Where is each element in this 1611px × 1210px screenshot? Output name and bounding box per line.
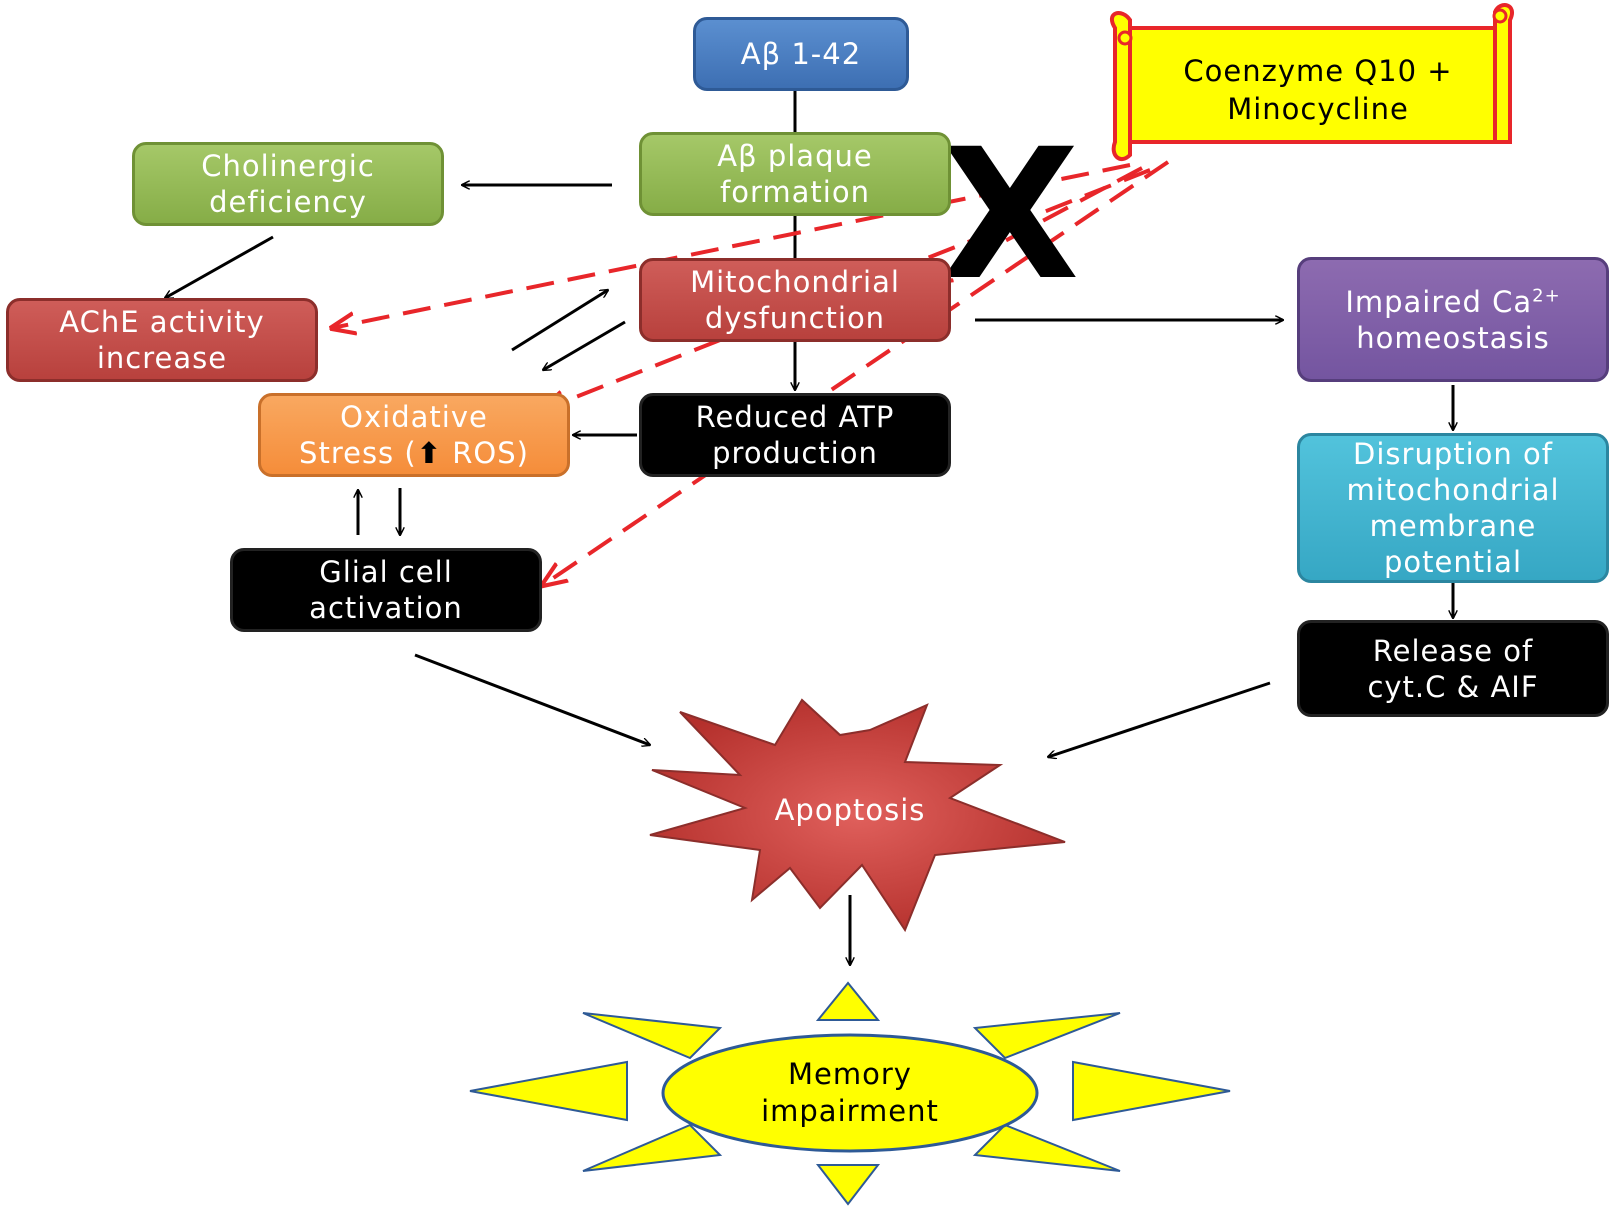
node-abeta: Aβ 1-42 bbox=[693, 17, 909, 91]
node-glial: Glial cell activation bbox=[230, 548, 542, 632]
block-x-mark: X bbox=[940, 110, 1080, 320]
treatment-scroll bbox=[1110, 3, 1514, 162]
memory-sun bbox=[469, 981, 1231, 1206]
arrow-glial-to-apoptosis bbox=[414, 653, 650, 745]
arrow-cytc-to-apoptosis bbox=[1048, 681, 1271, 757]
inhibition-arrow-oxidative bbox=[543, 168, 1151, 410]
node-cholinergic: Cholinergic deficiency bbox=[132, 142, 444, 226]
arrow-oxidative-to-mito bbox=[511, 290, 608, 352]
apoptosis-star bbox=[649, 698, 1066, 933]
node-ache: AChE activity increase bbox=[6, 298, 318, 382]
node-membrane: Disruption of mitochondrial membrane pot… bbox=[1297, 433, 1609, 583]
node-cytc: Release of cyt.C & AIF bbox=[1297, 620, 1609, 717]
node-plaque: Aβ plaque formation bbox=[639, 132, 951, 216]
up-arrow-icon: ⬆ bbox=[416, 436, 443, 470]
node-memory: Memory impairment bbox=[761, 1056, 939, 1128]
node-oxidative: Oxidative Stress (⬆ ROS) bbox=[258, 393, 570, 477]
treatment-label: Coenzyme Q10 + Minocycline bbox=[1183, 53, 1453, 126]
inhibition-arrow-ache bbox=[332, 163, 1131, 328]
node-atp: Reduced ATP production bbox=[639, 393, 951, 477]
arrow-cholinergic-to-ache bbox=[165, 235, 274, 300]
node-mito: Mitochondrial dysfunction bbox=[639, 258, 951, 342]
node-apoptosis: Apoptosis bbox=[774, 793, 926, 827]
node-calcium: Impaired Ca2+ homeostasis bbox=[1297, 257, 1609, 382]
arrow-mito-to-oxidative bbox=[543, 320, 626, 372]
